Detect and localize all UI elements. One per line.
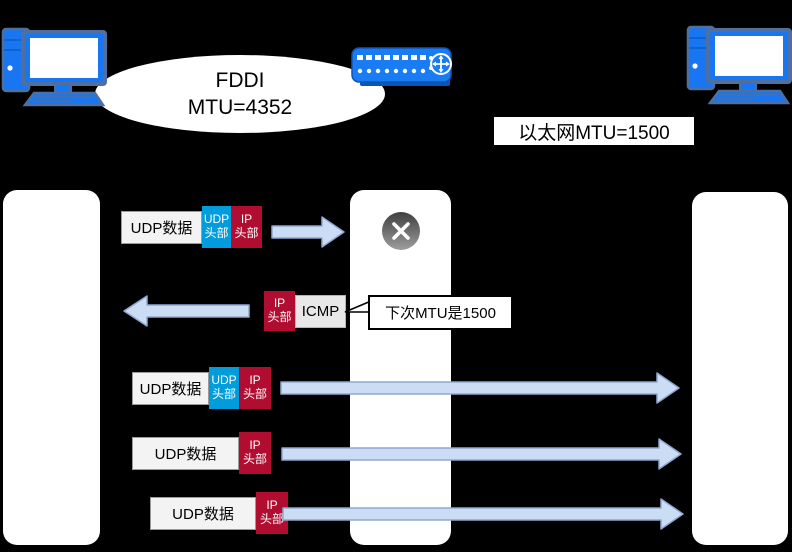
udp-header-line2: 头部 [204,226,229,240]
arrow-right-fragment-2 [281,438,682,470]
packet-row-3: UDP数据 UDP 头部 IP 头部 [132,367,271,409]
ip-header-line1: IP [249,438,261,453]
ip-header-segment: IP 头部 [231,206,262,248]
next-mtu-callout: 下次MTU是1500 [368,295,513,330]
ip-header-segment: IP 头部 [239,367,271,409]
right-host-computer-icon [686,25,792,105]
ip-header-segment: IP 头部 [264,291,295,331]
fddi-cloud: FDDI MTU=4352 [95,55,385,133]
ip-header-line2: 头部 [242,452,267,466]
packet-row-5: UDP数据 IP 头部 [150,492,288,534]
packet-row-4: UDP数据 IP 头部 [132,432,271,474]
udp-header-line1: UDP [203,212,230,227]
ip-header-line1: IP [249,373,261,388]
arrow-right-fragment-1 [280,372,680,404]
arrow-right-fragment-3 [282,498,684,530]
udp-header-line1: UDP [211,373,237,388]
ethernet-mtu-label: 以太网MTU=1500 [494,117,694,145]
packet-row-2-icmp: IP 头部 ICMP [264,290,346,332]
udp-header-segment: UDP 头部 [209,367,239,409]
ip-header-line2: 头部 [242,387,267,401]
arrow-left-icmp [123,295,250,327]
udp-header-segment: UDP 头部 [202,206,231,248]
udp-data-segment: UDP数据 [121,210,202,244]
left-host-timeline-bar [3,190,100,545]
ip-header-segment: IP 头部 [239,432,271,474]
packet-row-1: UDP数据 UDP 头部 IP 头部 [121,206,262,248]
udp-header-line2: 头部 [211,387,236,401]
ip-header-line1: IP [240,212,253,227]
fddi-cloud-line2: MTU=4352 [187,96,293,119]
ip-header-line1: IP [273,296,286,311]
udp-data-segment: UDP数据 [132,436,239,470]
left-host-computer-icon [1,27,107,107]
ip-header-line1: IP [266,498,278,513]
ip-header-line2: 头部 [259,512,284,526]
right-host-timeline-bar [692,192,788,545]
router-icon [351,47,452,86]
error-x-icon [382,212,420,250]
ip-header-line2: 头部 [267,310,292,324]
icmp-segment: ICMP [295,294,346,328]
fddi-cloud-line1: FDDI [215,68,265,92]
ip-header-line2: 头部 [234,226,259,240]
udp-data-segment: UDP数据 [150,496,256,530]
arrow-right-to-router [271,216,345,248]
udp-data-segment: UDP数据 [132,371,209,405]
